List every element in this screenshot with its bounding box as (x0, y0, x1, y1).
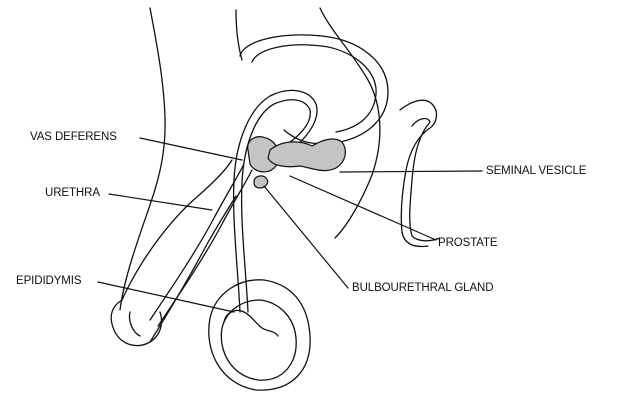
bladder-inner (252, 45, 376, 132)
leader-seminal-vesicle (340, 171, 482, 172)
label-bulbourethral-gland: BULBOURETHRAL GLAND (352, 281, 493, 295)
scrotum (209, 280, 310, 390)
leader-vas-deferens (140, 138, 242, 160)
epididymis-shape (224, 310, 278, 336)
rectum-inner (410, 119, 440, 241)
glans (111, 300, 161, 346)
label-seminal-vesicle: SEMINAL VESICLE (486, 164, 586, 178)
glans-tip (129, 312, 140, 336)
penis-lower (150, 196, 236, 342)
label-urethra: URETHRA (45, 186, 100, 200)
label-prostate: PROSTATE (438, 236, 497, 250)
leader-prostate (290, 176, 436, 240)
body-outline-front (120, 8, 165, 310)
leader-epididymis (98, 282, 234, 312)
rectum (400, 100, 436, 246)
bulbourethral-gland (254, 176, 268, 188)
label-vas-deferens: VAS DEFERENS (30, 130, 117, 144)
seminal-vesicle-gland (268, 139, 345, 171)
bladder (240, 35, 388, 144)
label-epididymis: EPIDIDYMIS (16, 274, 81, 288)
